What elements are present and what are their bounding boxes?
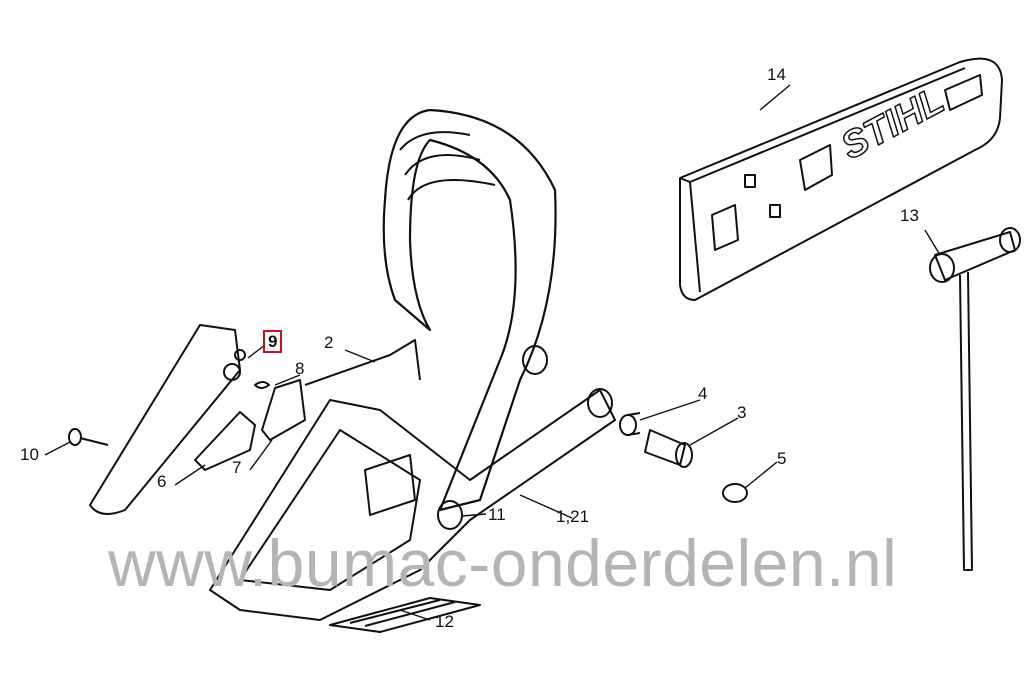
combination-wrench-part bbox=[929, 227, 1021, 571]
callout-1-21: 1,21 bbox=[556, 507, 590, 526]
callout-4: 4 bbox=[698, 384, 708, 403]
watermark: www.bumac-onderdelen.nl bbox=[108, 526, 898, 600]
callout-8: 8 bbox=[295, 359, 305, 378]
plug-part bbox=[722, 483, 748, 503]
spring-part bbox=[254, 381, 270, 389]
callout-9-highlighted[interactable]: 9 bbox=[263, 330, 283, 353]
callout-7: 7 bbox=[232, 458, 242, 477]
callout-2: 2 bbox=[324, 333, 334, 352]
callout-13: 13 bbox=[900, 206, 919, 225]
callout-11: 11 bbox=[488, 505, 506, 524]
stihl-logo: STIHL bbox=[835, 79, 952, 168]
rod-part bbox=[304, 339, 421, 386]
callout-12: 12 bbox=[435, 612, 454, 631]
callout-5: 5 bbox=[777, 449, 787, 468]
annular-buffer-part bbox=[644, 429, 693, 468]
callout-6: 6 bbox=[157, 472, 167, 491]
callout-10: 10 bbox=[20, 445, 39, 464]
throttle-lever-part bbox=[89, 324, 246, 515]
screw-part bbox=[68, 428, 109, 446]
leader-lines bbox=[44, 84, 941, 621]
handle-frame-part bbox=[209, 108, 616, 621]
callout-14: 14 bbox=[767, 65, 786, 84]
interlock-lever-part bbox=[261, 379, 306, 441]
trigger-part bbox=[194, 411, 256, 471]
callout-3: 3 bbox=[737, 403, 747, 422]
sleeve-part bbox=[619, 412, 641, 436]
